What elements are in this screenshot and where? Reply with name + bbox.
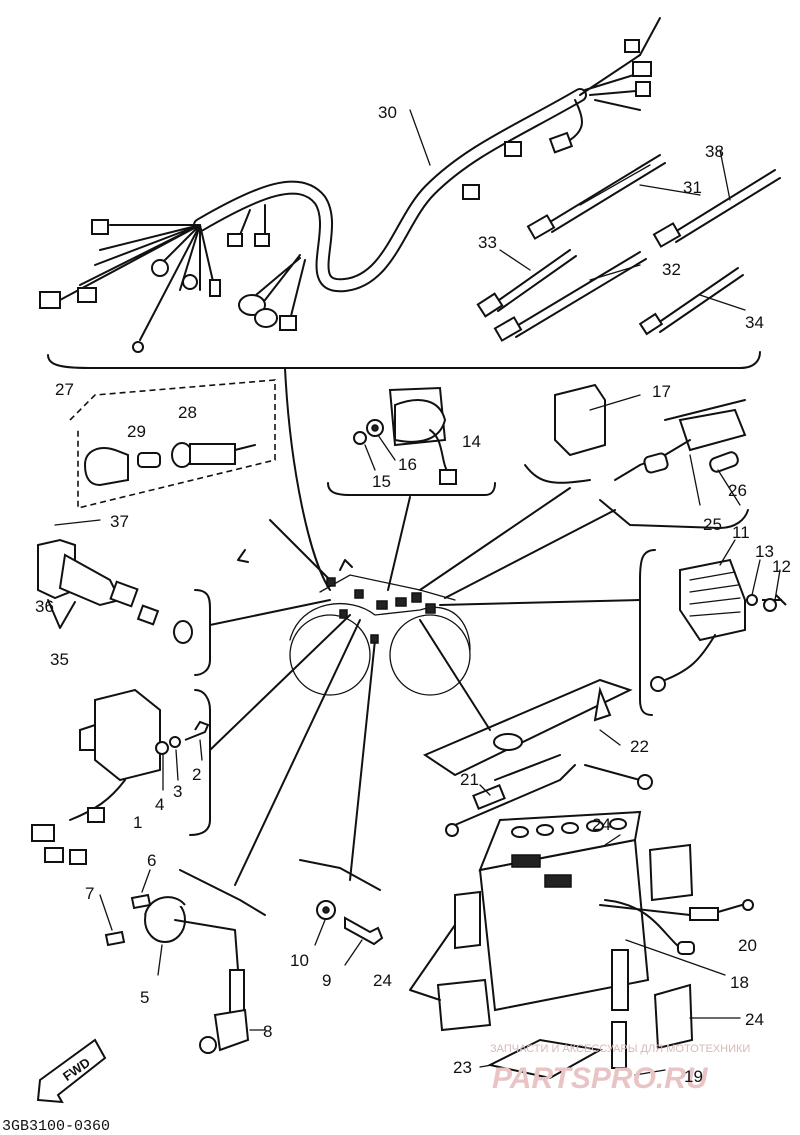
callout-26: 26 (728, 481, 747, 500)
battery-assembly (409, 678, 754, 1080)
callout-19: 19 (684, 1067, 703, 1086)
callout-27: 27 (55, 380, 74, 399)
vehicle-outline (289, 559, 471, 696)
fwd-arrow: FWD (36, 1038, 107, 1104)
group-27-box (69, 379, 276, 510)
callout-15: 15 (372, 472, 391, 491)
main-switch (37, 519, 211, 676)
wire-harness (39, 17, 661, 353)
callout-5: 5 (140, 988, 149, 1007)
neutral-switch (299, 859, 384, 966)
callout-37: 37 (110, 512, 129, 531)
callout-4: 4 (155, 795, 164, 814)
callout-25: 25 (703, 515, 722, 534)
callout-38: 38 (705, 142, 724, 161)
cable-ties (476, 149, 781, 342)
callout-33: 33 (478, 233, 497, 252)
relay-and-ignition-coil (524, 383, 749, 529)
callout-3: 3 (173, 782, 182, 801)
callout-21: 21 (460, 770, 479, 789)
horn-assembly (99, 869, 266, 1054)
callout-36: 36 (35, 597, 54, 616)
callout-9: 9 (322, 971, 331, 990)
watermark-caption: ЗАПЧАСТИ И АКСЕССУАРЫ ДЛЯ МОТОТЕХНИКИ (490, 1043, 750, 1055)
cdi-unit (31, 688, 211, 865)
rectifier-regulator (639, 539, 787, 716)
callout-14: 14 (462, 432, 481, 451)
callout-2: 2 (192, 765, 201, 784)
callout-29: 29 (127, 422, 146, 441)
callout-23: 23 (453, 1058, 472, 1077)
callout-31: 31 (683, 178, 702, 197)
callout-labels: 30 38 31 33 32 34 27 28 29 17 14 16 15 2… (35, 103, 791, 1086)
drawing-code: 3GB3100-0360 (2, 1118, 110, 1135)
callout-16: 16 (398, 455, 417, 474)
callout-24-left: 24 (373, 971, 392, 990)
callout-30: 30 (378, 103, 397, 122)
callout-35: 35 (50, 650, 69, 669)
starter-relay (327, 386, 496, 496)
callout-20: 20 (738, 936, 757, 955)
callout-24-right: 24 (745, 1010, 764, 1029)
leader-lines (209, 367, 641, 886)
callout-17: 17 (652, 382, 671, 401)
callout-22: 22 (630, 737, 649, 756)
callout-7: 7 (85, 884, 94, 903)
callout-18: 18 (730, 973, 749, 992)
watermark-site: PARTSPRO.RU (492, 1062, 709, 1095)
callout-10: 10 (290, 951, 309, 970)
callout-11: 11 (732, 523, 750, 542)
callout-8: 8 (263, 1022, 272, 1041)
callout-28: 28 (178, 403, 197, 422)
callout-24-top: 24 (592, 815, 611, 834)
callout-32: 32 (662, 260, 681, 279)
callout-6: 6 (147, 851, 156, 870)
callout-1: 1 (133, 813, 142, 832)
harness-brace (47, 351, 761, 369)
callout-13: 13 (755, 542, 774, 561)
callout-12: 12 (772, 557, 791, 576)
callout-34: 34 (745, 313, 764, 332)
